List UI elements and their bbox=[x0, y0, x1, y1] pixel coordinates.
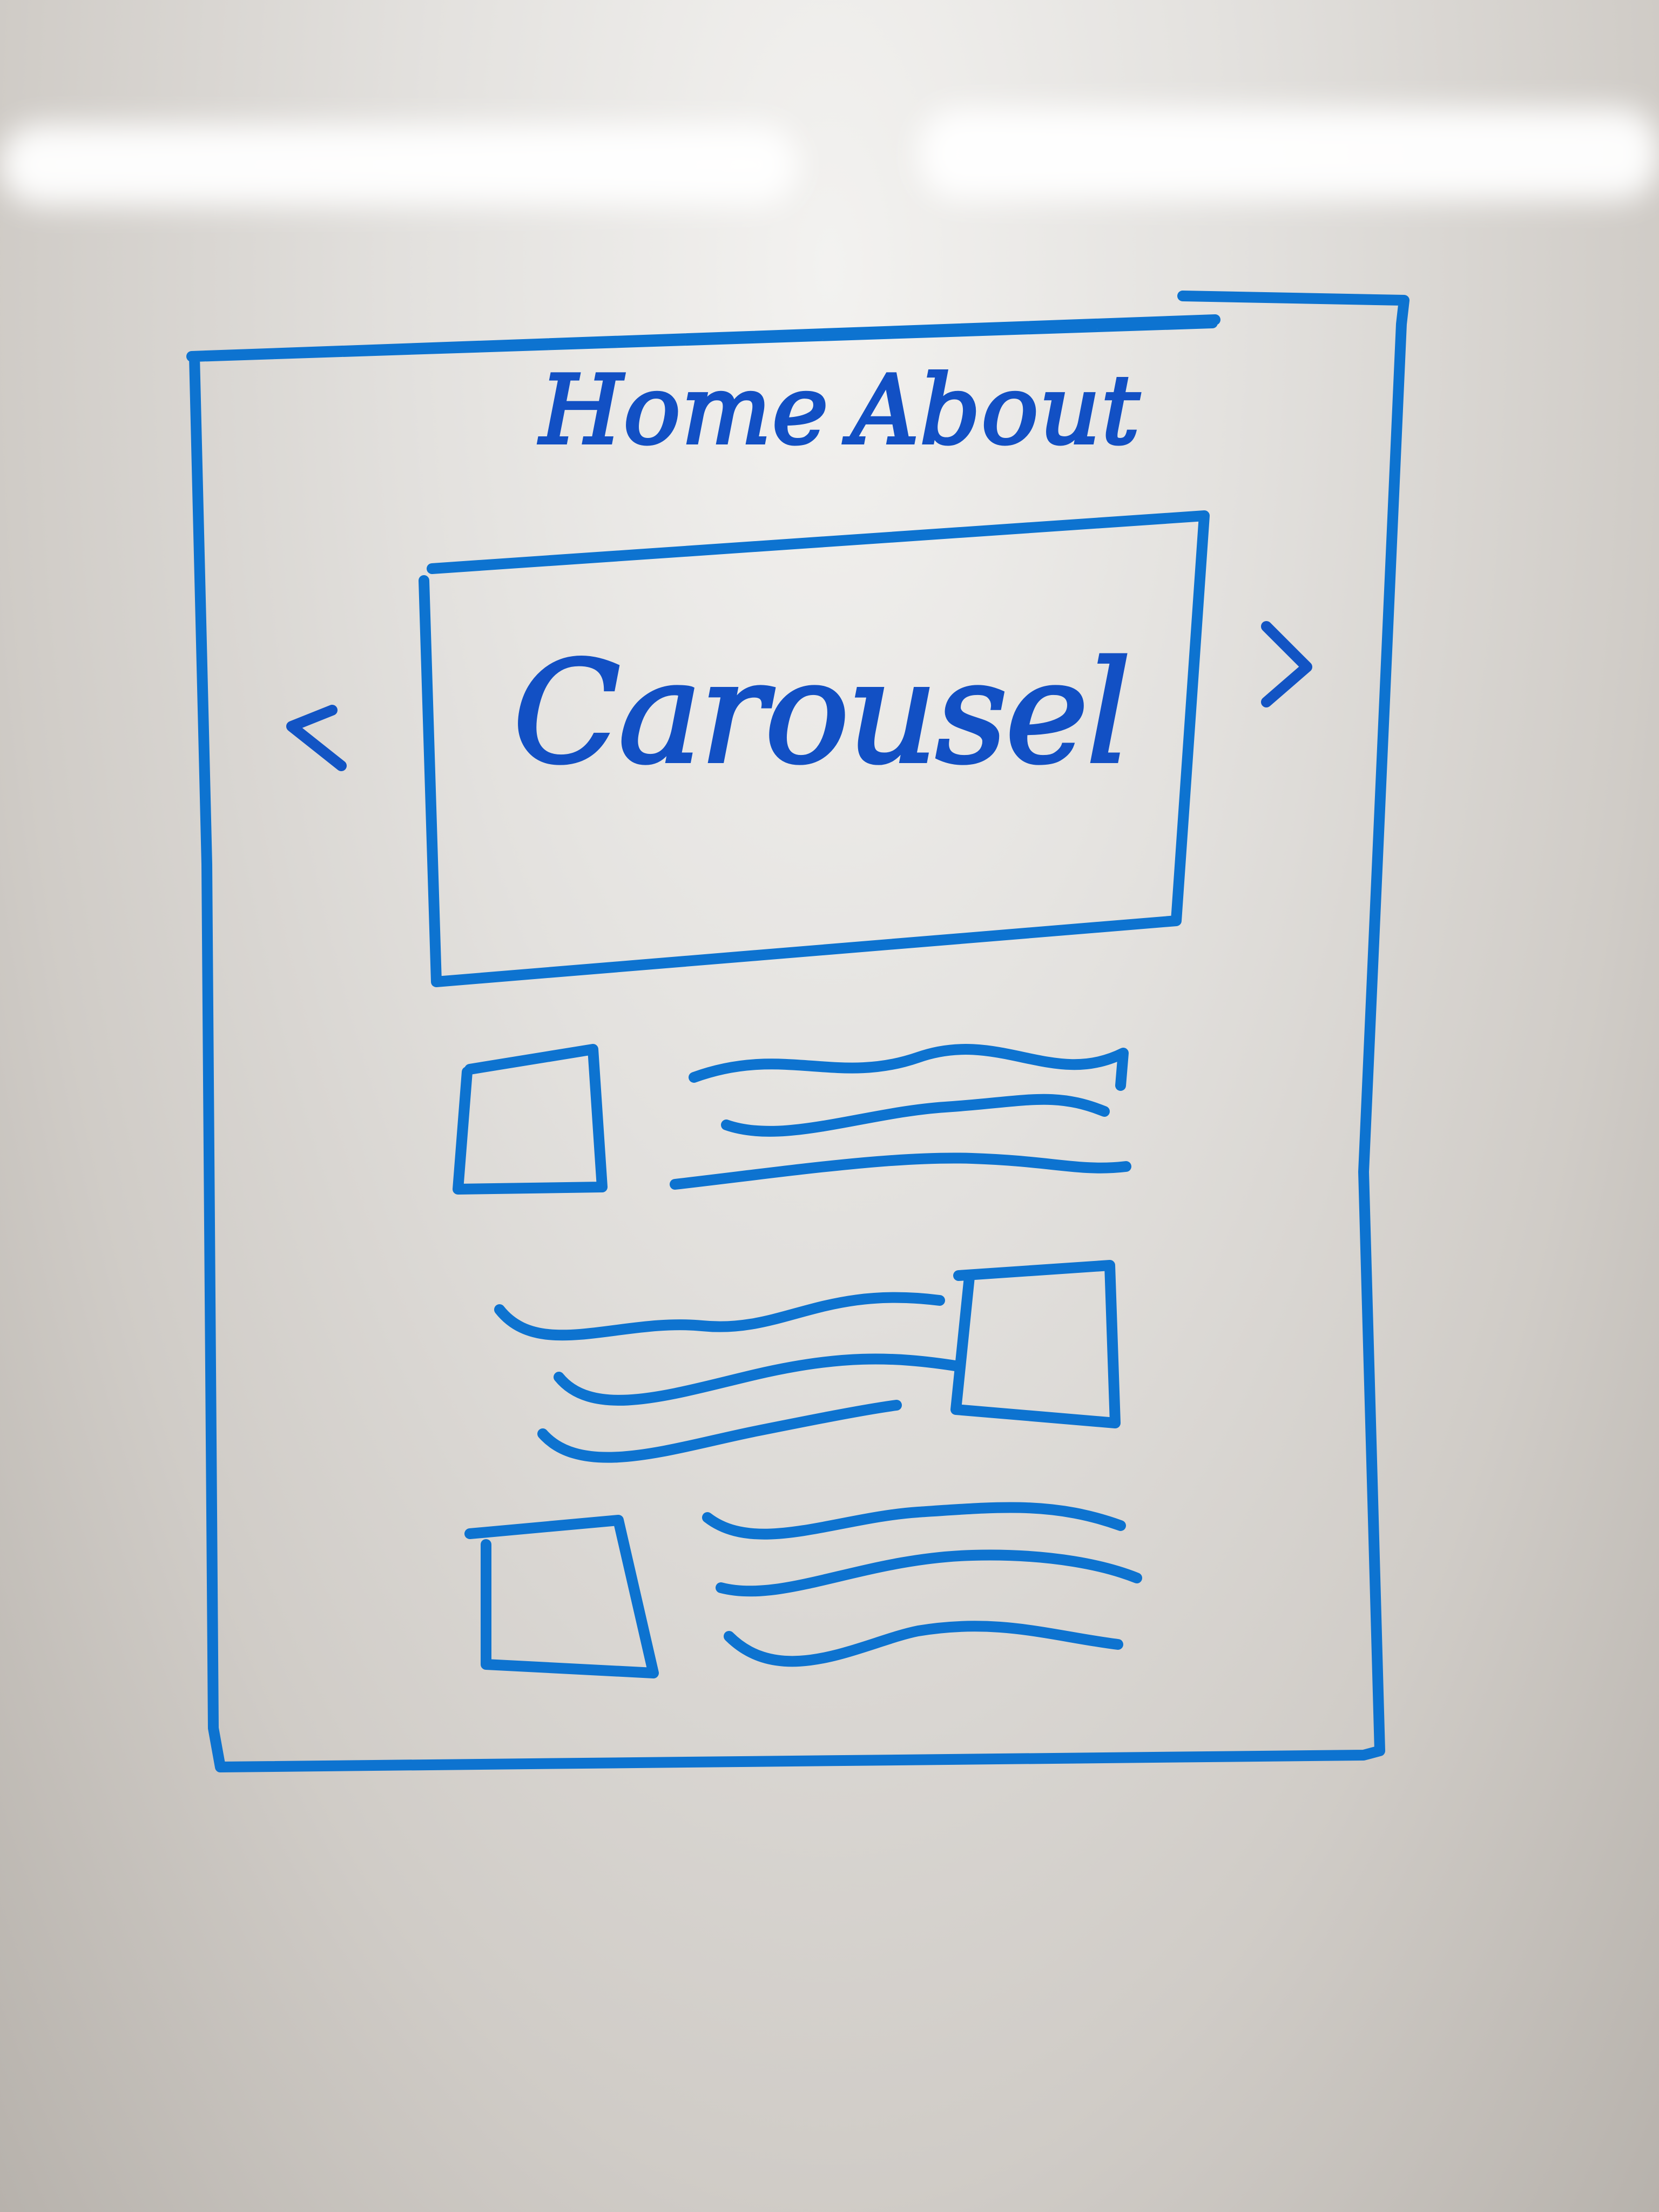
carousel-label: Carousel bbox=[513, 632, 1129, 795]
carousel-next-arrow[interactable] bbox=[1261, 621, 1312, 707]
text-line-placeholder bbox=[537, 1400, 902, 1463]
content-image-placeholder bbox=[950, 1260, 1121, 1428]
text-line-placeholder bbox=[554, 1353, 964, 1406]
nav-item-about[interactable]: About bbox=[841, 354, 1141, 467]
nav-item-home[interactable]: Home bbox=[537, 354, 830, 467]
board-glare bbox=[0, 124, 799, 205]
text-line-placeholder bbox=[724, 1621, 1123, 1667]
text-line-placeholder bbox=[716, 1549, 1142, 1597]
content-image-placeholder bbox=[453, 1044, 608, 1195]
page-frame bbox=[186, 291, 1410, 1772]
carousel-frame bbox=[419, 510, 1210, 987]
text-line-placeholder bbox=[494, 1292, 945, 1341]
text-line-placeholder bbox=[689, 1044, 1129, 1091]
carousel-prev-arrow[interactable] bbox=[286, 705, 347, 771]
text-line-placeholder bbox=[702, 1502, 1126, 1540]
text-line-placeholder bbox=[670, 1152, 1131, 1190]
text-line-placeholder bbox=[721, 1094, 1110, 1137]
content-image-placeholder bbox=[464, 1515, 659, 1678]
board-glare bbox=[918, 108, 1659, 200]
